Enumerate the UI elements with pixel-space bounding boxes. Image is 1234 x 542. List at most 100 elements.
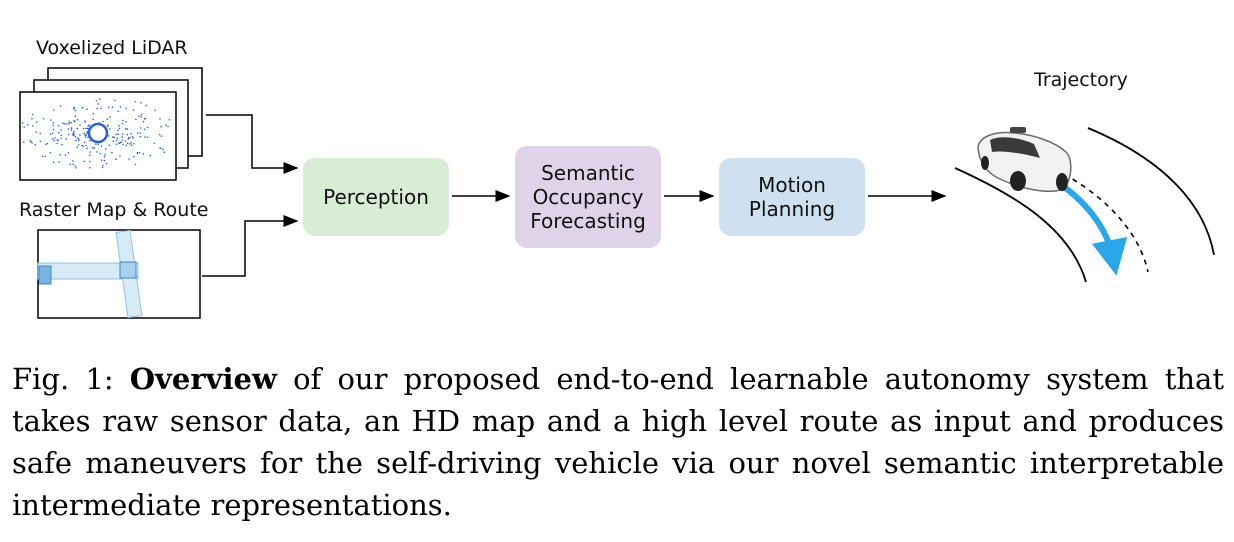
- lidar-point: [99, 152, 101, 155]
- lidar-to-perception-arrow: [206, 114, 299, 174]
- lidar-point: [89, 154, 91, 157]
- lidar-point: [62, 122, 64, 124]
- lidar-point: [146, 126, 149, 129]
- lidar-point: [160, 125, 162, 128]
- figure-caption: Fig. 1: Overview of our proposed end-to-…: [12, 358, 1224, 526]
- lidar-point: [104, 153, 106, 156]
- lidar-point: [67, 152, 70, 154]
- lidar-point: [153, 142, 156, 145]
- occupancy-module: Semantic Occupancy Forecasting: [515, 146, 661, 248]
- lidar-point: [67, 128, 70, 130]
- lidar-point: [89, 160, 91, 163]
- lidar-point: [130, 144, 133, 147]
- trajectory-scene: [954, 127, 1215, 283]
- lidar-point: [131, 135, 134, 138]
- lidar-point: [81, 107, 84, 109]
- lidar-point: [125, 107, 127, 110]
- lidar-point: [121, 122, 124, 125]
- lidar-point: [119, 155, 121, 157]
- lidar-point: [136, 151, 139, 154]
- lidar-point: [87, 136, 89, 139]
- lidar-point: [139, 132, 142, 134]
- lidar-point: [86, 132, 88, 134]
- lidar-point: [73, 106, 76, 109]
- lidar-point: [105, 162, 108, 165]
- lidar-point: [109, 116, 111, 118]
- lidar-point: [50, 119, 52, 121]
- lidar-point: [31, 117, 33, 120]
- lidar-point: [126, 142, 129, 144]
- lidar-point: [135, 118, 137, 121]
- lidar-point: [32, 113, 34, 116]
- lidar-point: [79, 134, 81, 136]
- lidar-point: [76, 137, 79, 139]
- lidar-point: [168, 119, 171, 121]
- lidar-point: [84, 136, 87, 138]
- lidar-point: [160, 135, 163, 137]
- lidar-point: [130, 132, 132, 135]
- road-edge-right: [1087, 127, 1215, 256]
- lidar-point: [39, 140, 42, 143]
- lidar-point: [118, 124, 120, 127]
- lidar-point: [52, 128, 55, 131]
- lidar-point: [100, 145, 103, 147]
- lidar-point: [82, 127, 85, 130]
- lidar-point: [57, 125, 60, 127]
- lidar-point: [119, 106, 122, 108]
- lidar-point: [95, 100, 98, 102]
- lidar-point: [122, 133, 124, 135]
- lidar-point: [139, 135, 142, 138]
- lidar-point: [54, 137, 56, 139]
- lidar-point: [115, 139, 118, 142]
- lidar-point: [23, 126, 25, 128]
- caption-prefix: Fig. 1:: [12, 362, 130, 396]
- lidar-point: [85, 144, 87, 147]
- lidar-stack: [19, 67, 203, 181]
- lidar-point: [118, 142, 120, 144]
- map-intersection: [119, 261, 137, 279]
- map-to-perception-arrow: [202, 215, 299, 277]
- lidar-point: [86, 127, 89, 130]
- lidar-point: [97, 103, 99, 105]
- lidar-point: [27, 124, 29, 126]
- lidar-point: [68, 122, 70, 125]
- lidar-point: [83, 132, 85, 135]
- lidar-point: [49, 151, 52, 154]
- lidar-point: [91, 146, 94, 149]
- lidar-point: [136, 132, 139, 134]
- lidar-point: [83, 141, 86, 143]
- lidar-point: [124, 128, 127, 130]
- lidar-point: [70, 122, 72, 124]
- lidar-point: [53, 139, 55, 142]
- lidar-point: [73, 120, 75, 122]
- perception-module: Perception: [303, 158, 449, 236]
- lidar-point: [142, 120, 145, 123]
- lidar-point: [107, 135, 110, 137]
- lidar-point: [158, 133, 161, 136]
- lidar-point: [35, 121, 38, 123]
- lidar-point: [104, 148, 107, 150]
- lidar-point: [74, 109, 77, 112]
- lidar-point: [86, 147, 88, 149]
- lidar-point: [138, 151, 141, 154]
- lidar-point: [76, 118, 79, 121]
- lidar-point: [51, 138, 54, 140]
- lidar-point: [112, 140, 115, 142]
- planning-module-label: Motion Planning: [748, 173, 836, 221]
- lidar-point: [32, 125, 34, 127]
- lidar-point: [51, 132, 54, 135]
- lidar-point: [87, 125, 89, 127]
- lidar-point: [140, 101, 142, 104]
- lidar-point: [143, 128, 146, 131]
- lidar-point: [129, 143, 131, 145]
- lidar-point: [23, 141, 25, 143]
- lidar-point: [61, 143, 63, 146]
- car-icon: [977, 127, 1072, 192]
- lidar-point: [117, 110, 120, 113]
- lidar-point: [96, 107, 98, 110]
- lidar-point: [72, 163, 74, 166]
- lidar-point: [144, 117, 147, 120]
- lidar-point: [59, 153, 61, 156]
- lidar-point: [127, 138, 129, 140]
